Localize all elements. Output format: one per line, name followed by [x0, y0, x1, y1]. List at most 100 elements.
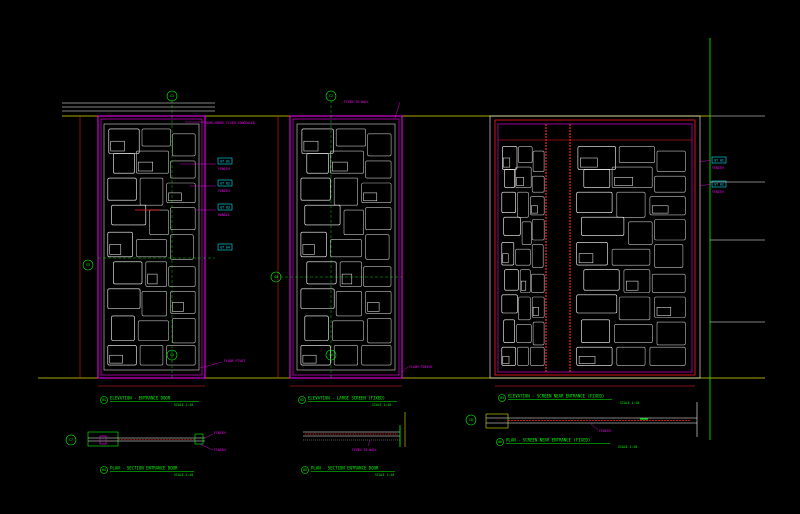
title-number: 06: [498, 440, 502, 444]
pattern-block: [611, 166, 653, 188]
pattern-block: [365, 160, 392, 179]
title-text: ELEVATION - ENTRANCE DOOR: [110, 396, 171, 401]
pattern-block: [583, 269, 620, 291]
svg-text:GT 01: GT 01: [714, 158, 724, 162]
pattern-block: [363, 266, 392, 287]
grid-bubble: C3: [82, 259, 94, 271]
wall-line: [709, 38, 765, 440]
pattern-block: [516, 324, 532, 343]
annotation-note: DOOR HINGE FIXED CONCEALED: [185, 121, 255, 125]
title-number: 01: [102, 398, 106, 402]
annotation-note: FINISH: [699, 159, 724, 170]
pattern-block: [300, 345, 331, 366]
annotation-note: FIXED TO WALL: [344, 100, 401, 119]
outer-wall-frame: [489, 115, 701, 379]
pattern-block: [656, 321, 686, 346]
pattern-block: [618, 296, 651, 321]
pattern-block: [329, 150, 364, 174]
pattern-block: [172, 317, 196, 344]
pattern-inset: [137, 161, 153, 172]
svg-text:GT 03: GT 03: [220, 205, 230, 209]
pattern-block: [149, 209, 169, 236]
svg-text:FINISH: FINISH: [599, 429, 611, 433]
title-text: PLAN - SECTION ENTRANCE DOOR: [311, 466, 379, 471]
pattern-inset: [109, 354, 123, 364]
title-scale: SCALE 1:10: [174, 473, 193, 477]
pattern-block: [501, 191, 516, 213]
grid-bubble: C2: [325, 90, 337, 102]
pattern-block: [518, 146, 533, 163]
pattern-block: [649, 346, 686, 366]
pattern-block: [304, 315, 329, 341]
pattern-block: [623, 269, 651, 293]
annotation-note: FINISH: [589, 422, 611, 433]
annotation-note: FINISH: [204, 431, 226, 439]
title-text: PLAN - SECTION ENTRANCE DOOR: [110, 466, 178, 471]
title-scale: SCALE 1:10: [620, 401, 639, 405]
pattern-block: [107, 231, 133, 258]
pattern-inset: [580, 157, 598, 168]
pattern-block: [339, 261, 363, 287]
pattern-block: [517, 191, 529, 218]
material-tag: GT 01: [217, 157, 233, 165]
pattern-block: [654, 296, 686, 318]
pattern-block: [367, 317, 392, 344]
pattern-block: [531, 219, 545, 241]
pattern-block: [576, 346, 613, 366]
pattern-block: [367, 133, 392, 157]
pattern-inset: [578, 253, 594, 264]
pattern-inset: [363, 192, 378, 202]
pattern-inset: [502, 356, 510, 364]
pattern-block: [335, 128, 366, 147]
pattern-block: [365, 207, 392, 231]
svg-text:GT 01: GT 01: [220, 159, 230, 163]
pattern-block: [649, 196, 686, 216]
drawing-title: 04 PLAN - SECTION ENTRANCE DOOR SCALE 1:…: [100, 466, 194, 477]
ceiling-detail: [62, 102, 215, 112]
svg-text:FINISH: FINISH: [712, 190, 724, 194]
pattern-block: [532, 150, 545, 172]
annotation-note: FLOOR PIVOT: [199, 359, 245, 369]
pattern-inset: [502, 253, 509, 264]
title-number: 04: [102, 468, 106, 472]
title-scale: SCALE 1:10: [174, 403, 193, 407]
pattern-block: [532, 321, 545, 346]
title-text: ELEVATION - LARGE SCREEN (FIXED): [308, 396, 385, 401]
grid-bubble: C5: [166, 349, 178, 361]
pattern-block: [618, 146, 655, 163]
pattern-block: [654, 175, 686, 193]
pattern-block: [145, 261, 168, 287]
title-number: 05: [303, 468, 307, 472]
pattern-inset: [332, 161, 348, 172]
title-scale: SCALE 1:10: [618, 445, 637, 449]
pattern-block: [137, 320, 169, 341]
pattern-block: [343, 209, 364, 236]
pattern-block: [304, 204, 341, 226]
material-tag: GT 02: [217, 179, 233, 187]
pattern-inset: [110, 140, 125, 152]
pattern-block: [515, 248, 531, 266]
screen-frame: [289, 115, 403, 379]
pattern-block: [139, 345, 164, 366]
pattern-block: [139, 177, 164, 206]
pattern-inset: [531, 205, 538, 214]
pattern-block: [651, 273, 686, 293]
pattern-block: [581, 216, 625, 236]
svg-text:C8: C8: [469, 418, 473, 422]
grid-bubble: C4: [270, 271, 282, 283]
drawing-title: 06 PLAN - SCREEN NEAR ENTRANCE (FIXED) S…: [496, 438, 637, 449]
pattern-inset: [656, 307, 672, 316]
svg-text:C5: C5: [170, 353, 174, 357]
pattern-block: [501, 346, 516, 366]
pattern-block: [531, 244, 544, 268]
pattern-block: [141, 290, 168, 317]
pattern-inset: [532, 307, 539, 316]
svg-text:C3: C3: [86, 263, 90, 267]
pattern-block: [656, 150, 686, 172]
pattern-block: [107, 288, 141, 309]
title-text: ELEVATION - SCREEN NEAR ENTRANCE (FIXED): [508, 394, 604, 399]
pattern-block: [654, 244, 684, 268]
pattern-block: [136, 150, 169, 174]
grid-bubble: C6: [325, 349, 337, 361]
